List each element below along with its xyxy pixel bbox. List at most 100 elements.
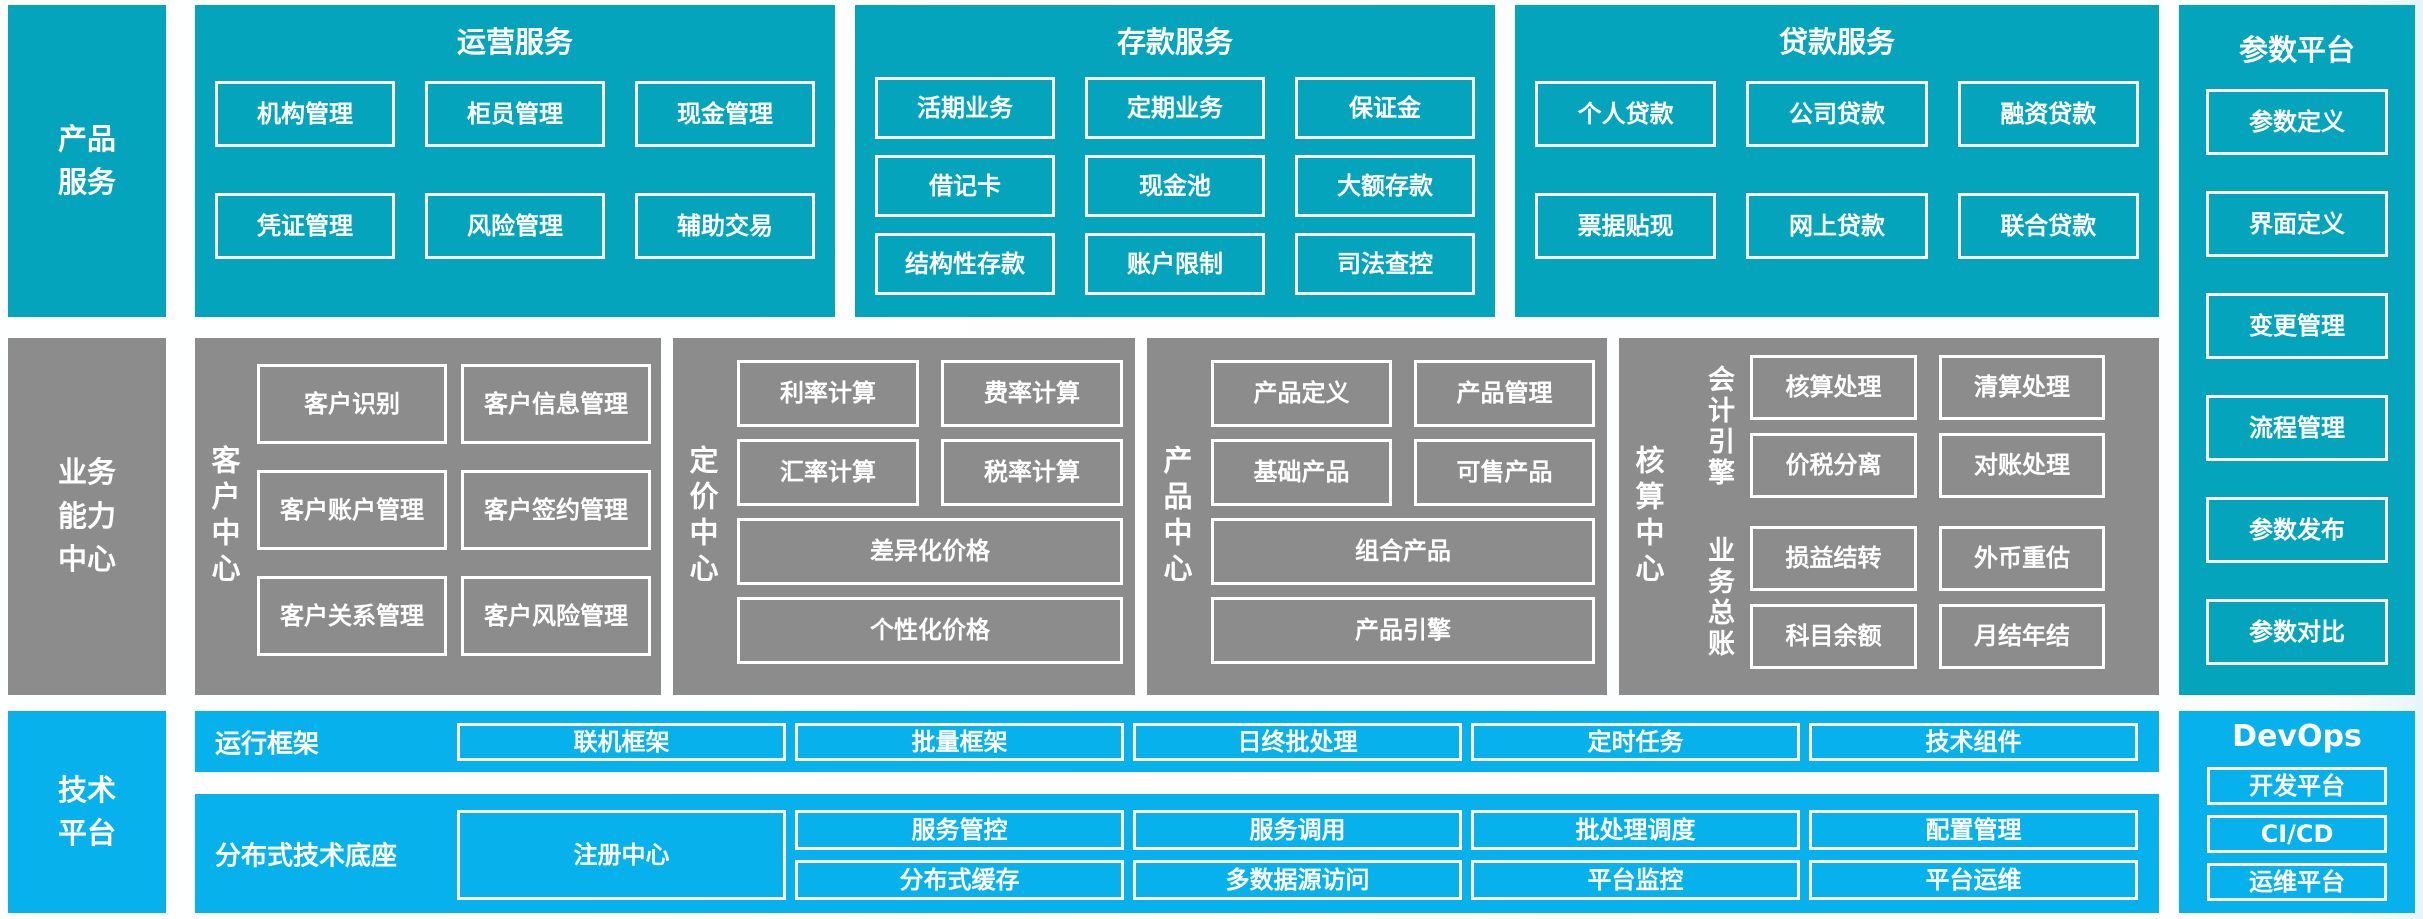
diagram-box: 凭证管理 — [215, 193, 395, 259]
diagram-box: 服务调用 — [1133, 810, 1462, 850]
diagram-box: 核算处理 — [1750, 355, 1917, 420]
runtime-framework-label: 运行框架 — [215, 729, 320, 759]
accounting-center-label: 核算中心 — [1631, 444, 1665, 589]
diagram-box: 现金池 — [1085, 155, 1265, 217]
diagram-box: 产品引擎 — [1211, 597, 1595, 664]
distributed-col: 服务管控 分布式缓存 — [795, 810, 1124, 900]
devops-title: DevOps — [2232, 719, 2362, 754]
business-ledger-group: 业务总账 损益结转 外币重估 科目余额 月结年结 — [1703, 526, 2105, 669]
diagram-box: 定期业务 — [1085, 77, 1265, 139]
diagram-box: 联机框架 — [457, 723, 786, 761]
sidebar-product-services: 产品 服务 — [8, 5, 166, 317]
diagram-box: 辅助交易 — [635, 193, 815, 259]
panel-title: 贷款服务 — [1778, 25, 1895, 59]
sidebar-technology-platform: 技术 平台 — [8, 711, 166, 913]
diagram-box: 参数对比 — [2206, 599, 2388, 665]
diagram-box: 联合贷款 — [1957, 193, 2139, 259]
diagram-box: 网上贷款 — [1746, 193, 1928, 259]
panel-parameter-platform: 参数平台 参数定义 界面定义 变更管理 流程管理 参数发布 参数对比 — [2179, 5, 2415, 695]
diagram-box: 对账处理 — [1939, 433, 2105, 498]
customer-center-label: 客户中心 — [207, 444, 241, 589]
diagram-box: 分布式缓存 — [795, 860, 1124, 900]
diagram-box: 客户关系管理 — [257, 576, 447, 656]
diagram-box: 客户信息管理 — [461, 364, 651, 444]
diagram-box: 界面定义 — [2206, 191, 2388, 257]
diagram-box: 多数据源访问 — [1133, 860, 1462, 900]
diagram-box: 汇率计算 — [737, 439, 919, 506]
diagram-box: 参数定义 — [2206, 89, 2388, 155]
diagram-box: 活期业务 — [875, 77, 1055, 139]
diagram-box: 定时任务 — [1471, 723, 1800, 761]
distributed-col: 批处理调度 平台监控 — [1471, 810, 1800, 900]
diagram-box: 保证金 — [1295, 77, 1475, 139]
accounting-engine-label: 会计引擎 — [1703, 364, 1734, 489]
diagram-box: 个性化价格 — [737, 597, 1123, 664]
diagram-box: 利率计算 — [737, 360, 919, 427]
diagram-box: 批量框架 — [795, 723, 1124, 761]
diagram-box: 客户风险管理 — [461, 576, 651, 656]
band-runtime-framework: 运行框架 联机框架 批量框架 日终批处理 定时任务 技术组件 — [195, 711, 2159, 772]
distributed-col: 服务调用 多数据源访问 — [1133, 810, 1462, 900]
diagram-box: 融资贷款 — [1957, 81, 2139, 147]
product-center-label: 产品中心 — [1159, 444, 1193, 589]
diagram-box: 日终批处理 — [1133, 723, 1462, 761]
diagram-box: 开发平台 — [2207, 767, 2387, 805]
diagram-box: 流程管理 — [2206, 395, 2388, 461]
panel-title: 存款服务 — [1116, 25, 1233, 59]
business-ledger-grid: 损益结转 外币重估 科目余额 月结年结 — [1750, 526, 2105, 669]
panel-product-center: 产品中心 产品定义 产品管理 基础产品 可售产品 组合产品 产品引擎 — [1147, 338, 1607, 695]
diagram-box: 基础产品 — [1211, 439, 1392, 506]
pricing-center-label: 定价中心 — [685, 444, 719, 589]
pricing-grid: 利率计算 费率计算 汇率计算 税率计算 差异化价格 个性化价格 — [737, 360, 1123, 664]
diagram-box: 注册中心 — [457, 810, 786, 900]
accounting-engine-group: 会计引擎 核算处理 清算处理 价税分离 对账处理 — [1703, 355, 2105, 498]
diagram-box: 配置管理 — [1809, 810, 2138, 850]
panel-deposit-services: 存款服务 活期业务 定期业务 保证金 借记卡 现金池 大额存款 结构性存款 账户… — [855, 5, 1495, 317]
operations-grid: 机构管理 柜员管理 现金管理 凭证管理 风险管理 辅助交易 — [195, 55, 835, 259]
panel-devops: DevOps 开发平台 CI/CD 运维平台 — [2179, 711, 2415, 913]
diagram-box: 清算处理 — [1939, 355, 2105, 420]
diagram-box: 客户识别 — [257, 364, 447, 444]
diagram-box: 月结年结 — [1939, 604, 2105, 669]
business-ledger-label: 业务总账 — [1703, 535, 1734, 660]
distributed-boxes: 注册中心 服务管控 分布式缓存 服务调用 多数据源访问 批处理调度 平台监控 配… — [457, 810, 2138, 900]
diagram-box: 服务管控 — [795, 810, 1124, 850]
diagram-box: 技术组件 — [1809, 723, 2138, 761]
product-grid: 产品定义 产品管理 基础产品 可售产品 组合产品 产品引擎 — [1211, 360, 1595, 664]
diagram-box: 结构性存款 — [875, 233, 1055, 295]
diagram-box: 外币重估 — [1939, 526, 2105, 591]
diagram-box: 平台监控 — [1471, 860, 1800, 900]
parameter-list: 参数定义 界面定义 变更管理 流程管理 参数发布 参数对比 — [2179, 63, 2415, 665]
diagram-box: 变更管理 — [2206, 293, 2388, 359]
diagram-box: CI/CD — [2207, 815, 2387, 853]
diagram-box: 费率计算 — [941, 360, 1123, 427]
diagram-box: 风险管理 — [425, 193, 605, 259]
diagram-box: 参数发布 — [2206, 497, 2388, 563]
accounting-groups: 会计引擎 核算处理 清算处理 价税分离 对账处理 业务总账 损益结转 外币重估 … — [1703, 355, 2105, 669]
diagram-box: 票据贴现 — [1535, 193, 1717, 259]
accounting-engine-grid: 核算处理 清算处理 价税分离 对账处理 — [1750, 355, 2105, 498]
diagram-box: 产品定义 — [1211, 360, 1392, 427]
panel-pricing-center: 定价中心 利率计算 费率计算 汇率计算 税率计算 差异化价格 个性化价格 — [673, 338, 1135, 695]
devops-list: 开发平台 CI/CD 运维平台 — [2179, 759, 2415, 901]
diagram-box: 科目余额 — [1750, 604, 1917, 669]
diagram-box: 大额存款 — [1295, 155, 1475, 217]
diagram-box: 平台运维 — [1809, 860, 2138, 900]
panel-accounting-center: 核算中心 会计引擎 核算处理 清算处理 价税分离 对账处理 业务总账 损益结转 … — [1619, 338, 2159, 695]
diagram-box: 借记卡 — [875, 155, 1055, 217]
band-distributed-base: 分布式技术底座 注册中心 服务管控 分布式缓存 服务调用 多数据源访问 批处理调… — [195, 794, 2159, 913]
diagram-box: 现金管理 — [635, 81, 815, 147]
panel-title: 参数平台 — [2238, 33, 2355, 67]
distributed-col: 配置管理 平台运维 — [1809, 810, 2138, 900]
diagram-box: 柜员管理 — [425, 81, 605, 147]
distributed-col-registry: 注册中心 — [457, 810, 786, 900]
diagram-box: 产品管理 — [1414, 360, 1595, 427]
diagram-box: 税率计算 — [941, 439, 1123, 506]
customer-grid: 客户识别 客户信息管理 客户账户管理 客户签约管理 客户关系管理 客户风险管理 — [257, 364, 651, 656]
diagram-box: 损益结转 — [1750, 526, 1917, 591]
diagram-box: 公司贷款 — [1746, 81, 1928, 147]
diagram-box: 客户签约管理 — [461, 470, 651, 550]
runtime-boxes: 联机框架 批量框架 日终批处理 定时任务 技术组件 — [457, 723, 2138, 761]
diagram-box: 账户限制 — [1085, 233, 1265, 295]
panel-operations-services: 运营服务 机构管理 柜员管理 现金管理 凭证管理 风险管理 辅助交易 — [195, 5, 835, 317]
